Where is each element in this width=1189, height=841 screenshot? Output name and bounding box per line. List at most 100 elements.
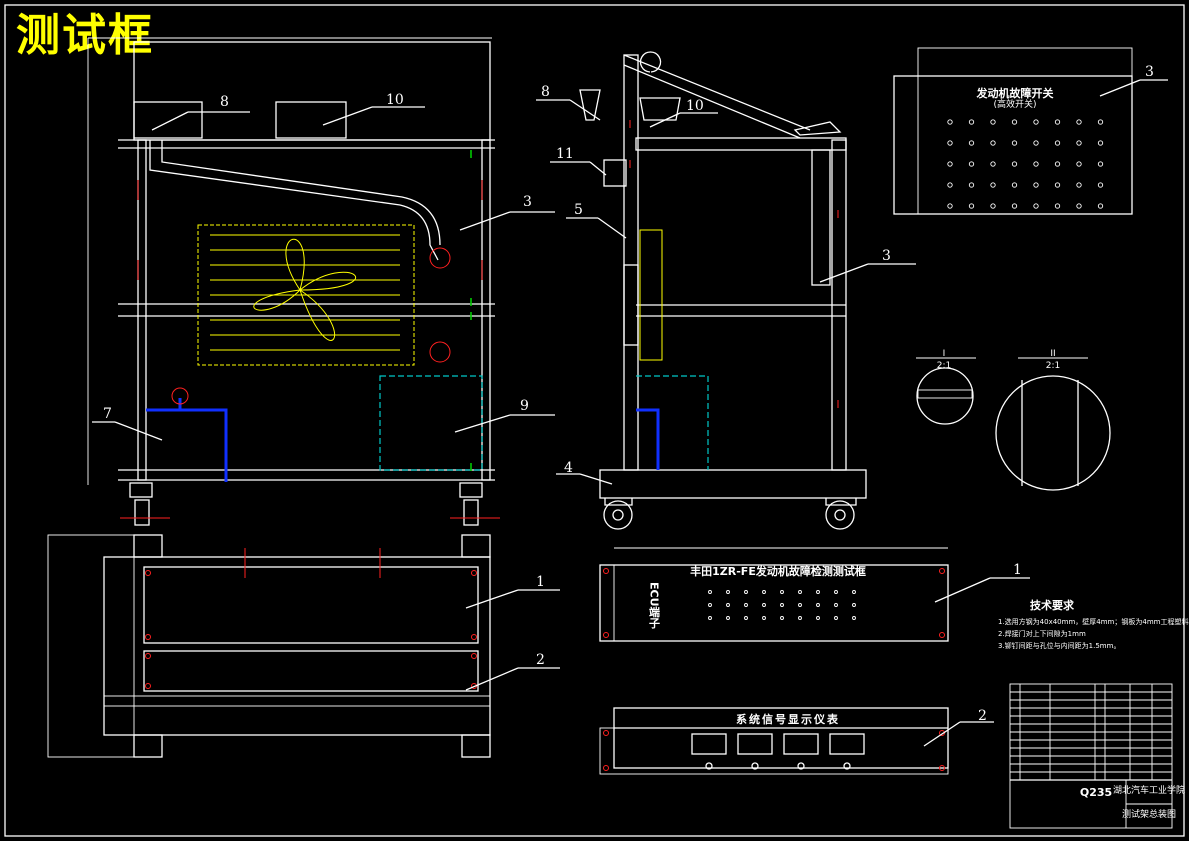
switch-hole [1097, 182, 1104, 188]
ecu-terminal [726, 616, 730, 620]
front-callout-7: 7 [103, 406, 112, 422]
title-block-material: Q235 [1080, 786, 1112, 799]
switch-hole [1054, 203, 1061, 209]
drawing-border [4, 4, 1185, 837]
title-block-drawing-name: 测试架总装图 [1122, 808, 1176, 820]
switch-hole [1076, 203, 1082, 209]
switch-hole [1097, 140, 1104, 146]
detail-1-scale: 2:1 [937, 361, 951, 371]
display-panel [599, 707, 994, 775]
ecu-terminal [726, 590, 730, 594]
side-callout-5: 5 [574, 202, 583, 218]
side-callout-4: 4 [564, 460, 573, 476]
switch-hole [990, 203, 996, 209]
switch-hole [968, 203, 975, 209]
switch-hole [1054, 119, 1061, 125]
title-block-school: 湖北汽车工业学院 [1113, 784, 1185, 796]
switch-hole [990, 161, 996, 167]
front-callout-8: 8 [220, 94, 229, 110]
ecu-panel-side-label: ECU端子 [648, 582, 661, 629]
ecu-terminal [762, 603, 766, 607]
tech-item-3: 3.铆钉间距与孔位与内间距为1.5mm。 [998, 641, 1120, 650]
front-view [87, 37, 555, 526]
switch-hole [1011, 140, 1018, 146]
ecu-terminal [834, 590, 838, 594]
switch-hole [947, 140, 953, 146]
detail-2-name: II [1050, 349, 1055, 359]
switch-hole [1033, 140, 1039, 146]
ecu-terminal [708, 603, 712, 607]
switch-hole [968, 119, 975, 125]
switch-hole [947, 182, 953, 188]
switch-hole [1097, 203, 1104, 209]
switch-hole [947, 161, 953, 167]
plan-callout-1: 1 [536, 574, 545, 590]
plan-view [47, 534, 560, 758]
ecu-terminal [780, 590, 784, 594]
switch-hole [1033, 161, 1039, 167]
switch-hole [1054, 140, 1061, 146]
switch-hole [1011, 161, 1018, 167]
title-block [1009, 683, 1173, 829]
ecu-terminal [744, 590, 748, 594]
switch-panel [893, 47, 1168, 215]
display-panel-heading: 系统信号显示仪表 [736, 712, 840, 726]
switch-hole [1011, 119, 1018, 125]
switch-panel-heading: 发动机故障开关 [976, 86, 1054, 100]
front-callout-3: 3 [523, 194, 532, 210]
switch-hole [1011, 203, 1018, 209]
display-panel-callout: 2 [978, 708, 987, 724]
front-callout-9: 9 [520, 398, 529, 414]
tech-item-2: 2.焊接门对上下间隙为1mm [998, 629, 1086, 638]
switch-hole [990, 182, 996, 188]
ecu-terminal [744, 603, 748, 607]
side-callout-11: 11 [556, 146, 574, 162]
switch-panel-subheading: (高效开关) [993, 98, 1036, 110]
switch-hole [1076, 182, 1082, 188]
switch-hole [1033, 203, 1039, 209]
switch-hole [1076, 161, 1082, 167]
ecu-terminal [780, 616, 784, 620]
switch-hole [968, 161, 975, 167]
switch-hole [1076, 119, 1082, 125]
ecu-terminal [816, 590, 820, 594]
ecu-terminal [708, 590, 712, 594]
detail-views [916, 357, 1111, 491]
side-view [536, 51, 916, 530]
ecu-terminal [798, 616, 802, 620]
switch-hole [1054, 161, 1061, 167]
switch-hole [947, 119, 953, 125]
drawing-title: 测试框 [16, 10, 154, 61]
ecu-panel-heading: 丰田1ZR-FE发动机故障检测测试框 [690, 564, 866, 578]
ecu-terminal [852, 590, 856, 594]
ecu-terminal [708, 616, 712, 620]
switch-hole [968, 140, 975, 146]
ecu-terminal [816, 616, 820, 620]
ecu-terminal [762, 616, 766, 620]
tech-item-1: 1.选用方钢为40x40mm，壁厚4mm；钢板为4mm工程塑料材料。 [998, 617, 1189, 626]
detail-1-name: I [943, 349, 946, 359]
switch-hole [1033, 182, 1039, 188]
ecu-terminal [744, 616, 748, 620]
switch-hole [968, 182, 975, 188]
ecu-terminal [798, 603, 802, 607]
ecu-terminal [780, 603, 784, 607]
ecu-terminal [834, 603, 838, 607]
switch-hole [1011, 182, 1018, 188]
switch-hole [990, 119, 996, 125]
switch-panel-callout: 3 [1145, 64, 1154, 80]
ecu-terminal [834, 616, 838, 620]
ecu-terminal [852, 616, 856, 620]
detail-2-scale: 2:1 [1046, 361, 1060, 371]
switch-hole [990, 140, 996, 146]
switch-hole [1097, 119, 1104, 125]
switch-hole [947, 203, 953, 209]
switch-hole [1054, 182, 1061, 188]
ecu-terminal [726, 603, 730, 607]
ecu-terminal [798, 590, 802, 594]
ecu-terminal [816, 603, 820, 607]
front-callout-10: 10 [386, 92, 404, 108]
plan-callout-2: 2 [536, 652, 545, 668]
switch-hole [1097, 161, 1104, 167]
